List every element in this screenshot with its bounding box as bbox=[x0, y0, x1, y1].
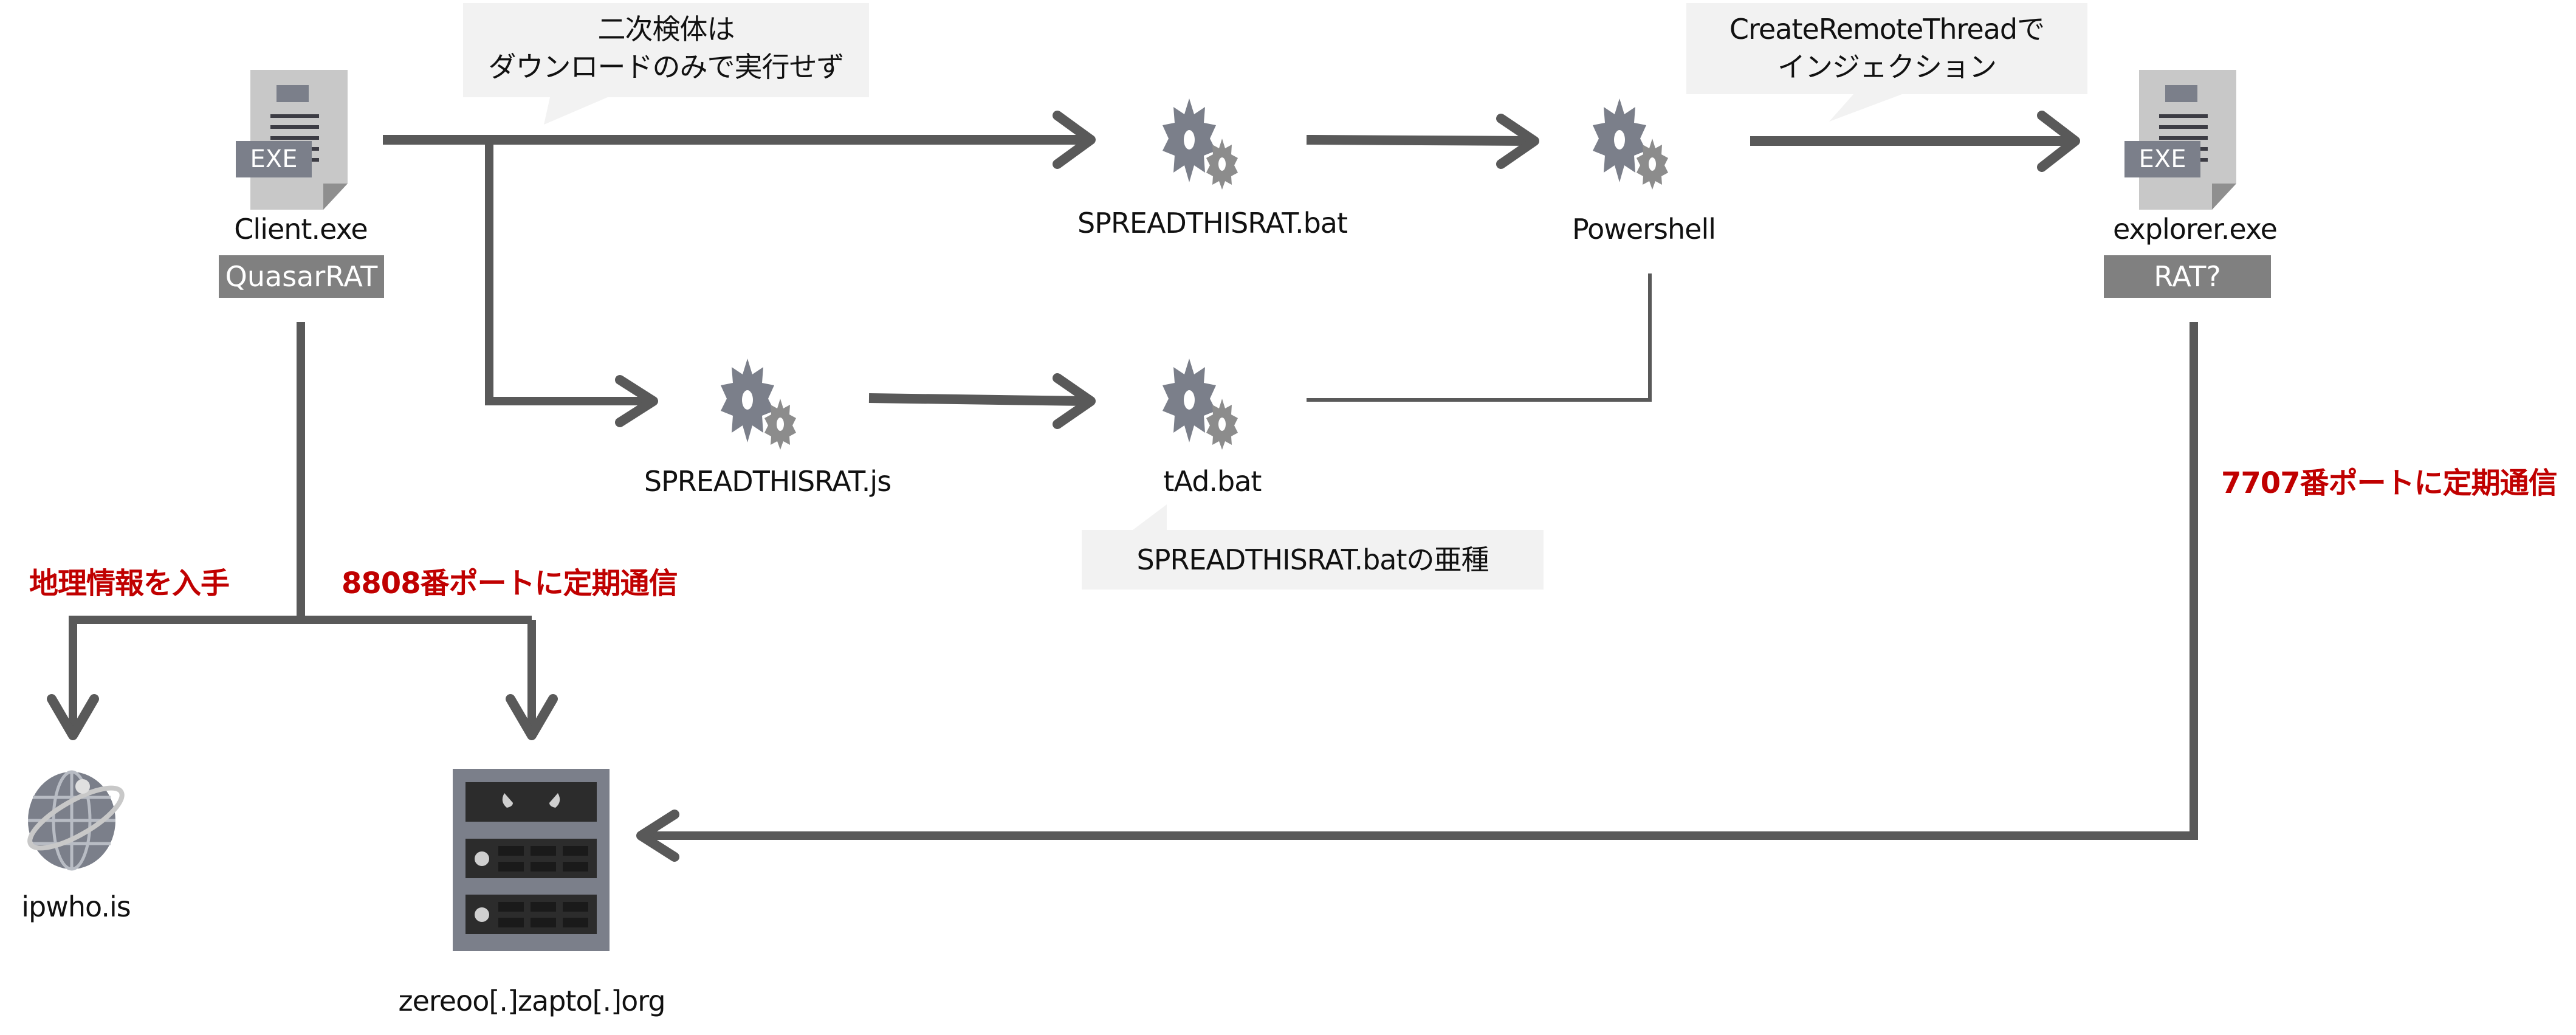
exe-file-icon-client bbox=[250, 70, 348, 210]
gears-icon-spreadbat bbox=[1163, 98, 1238, 190]
edge-label-port8808: 8808番ポートに定期通信 bbox=[342, 566, 678, 600]
edge-label-geo: 地理情報を入手 bbox=[29, 566, 230, 600]
server-icon bbox=[453, 769, 610, 951]
node-tag-quasarrat: QuasarRAT bbox=[219, 255, 384, 298]
arrowhead bbox=[636, 810, 679, 862]
gears-icon-tadbat bbox=[1163, 359, 1238, 450]
edge-explorer-to-c2 bbox=[644, 322, 2198, 840]
callout-tail bbox=[1829, 94, 1902, 122]
arrowhead bbox=[506, 694, 558, 740]
edge-spreadjs-to-tadbat bbox=[868, 393, 1088, 406]
arrowhead bbox=[1053, 373, 1096, 429]
callout-line: 二次検体は bbox=[597, 13, 735, 46]
arrowhead bbox=[47, 694, 99, 740]
node-label-tadbat: tAd.bat bbox=[1163, 465, 1262, 498]
callout-download-only: 二次検体は ダウンロードのみで実行せず bbox=[463, 3, 869, 97]
edge-spreadbat-to-powershell bbox=[1306, 135, 1532, 146]
exe-tag-explorer: EXE bbox=[2124, 141, 2200, 177]
node-label-spreadjs: SPREADTHISRAT.js bbox=[644, 465, 891, 498]
edge-client-to-spreadjs bbox=[485, 140, 650, 405]
globe-icon bbox=[27, 770, 125, 871]
callout-line: ダウンロードのみで実行せず bbox=[488, 50, 845, 83]
exe-file-icon-explorer bbox=[2139, 70, 2236, 210]
edge-tadbat-to-powershell bbox=[1307, 273, 1652, 402]
node-label-spreadbat: SPREADTHISRAT.bat bbox=[1077, 207, 1348, 239]
arrowhead bbox=[2037, 111, 2080, 172]
callout-variant: SPREADTHISRAT.batの亜種 bbox=[1082, 530, 1544, 590]
exe-tag-client: EXE bbox=[236, 141, 312, 177]
callout-tail bbox=[544, 97, 608, 125]
node-label-ipwho: ipwho.is bbox=[21, 890, 131, 923]
callout-line: CreateRemoteThreadで bbox=[1729, 13, 2045, 46]
node-label-powershell: Powershell bbox=[1571, 213, 1716, 246]
arrowhead bbox=[1496, 114, 1539, 169]
callout-injection: CreateRemoteThreadで インジェクション bbox=[1686, 3, 2087, 94]
callout-line: インジェクション bbox=[1777, 50, 1997, 83]
arrowhead bbox=[1053, 111, 1096, 169]
node-label-client: Client.exe bbox=[234, 213, 368, 246]
node-tag-rat: RAT? bbox=[2104, 255, 2271, 298]
gears-icon-powershell bbox=[1593, 98, 1668, 190]
gears-icon-spreadjs bbox=[721, 359, 796, 450]
node-label-explorer: explorer.exe bbox=[2113, 213, 2278, 246]
callout-tail bbox=[1130, 504, 1167, 532]
arrowhead bbox=[615, 375, 658, 427]
node-label-c2: zereoo[.]zapto[.]org bbox=[398, 985, 665, 1017]
edge-to-ipwho bbox=[69, 616, 532, 729]
edge-label-port7707: 7707番ポートに定期通信 bbox=[2221, 466, 2558, 500]
